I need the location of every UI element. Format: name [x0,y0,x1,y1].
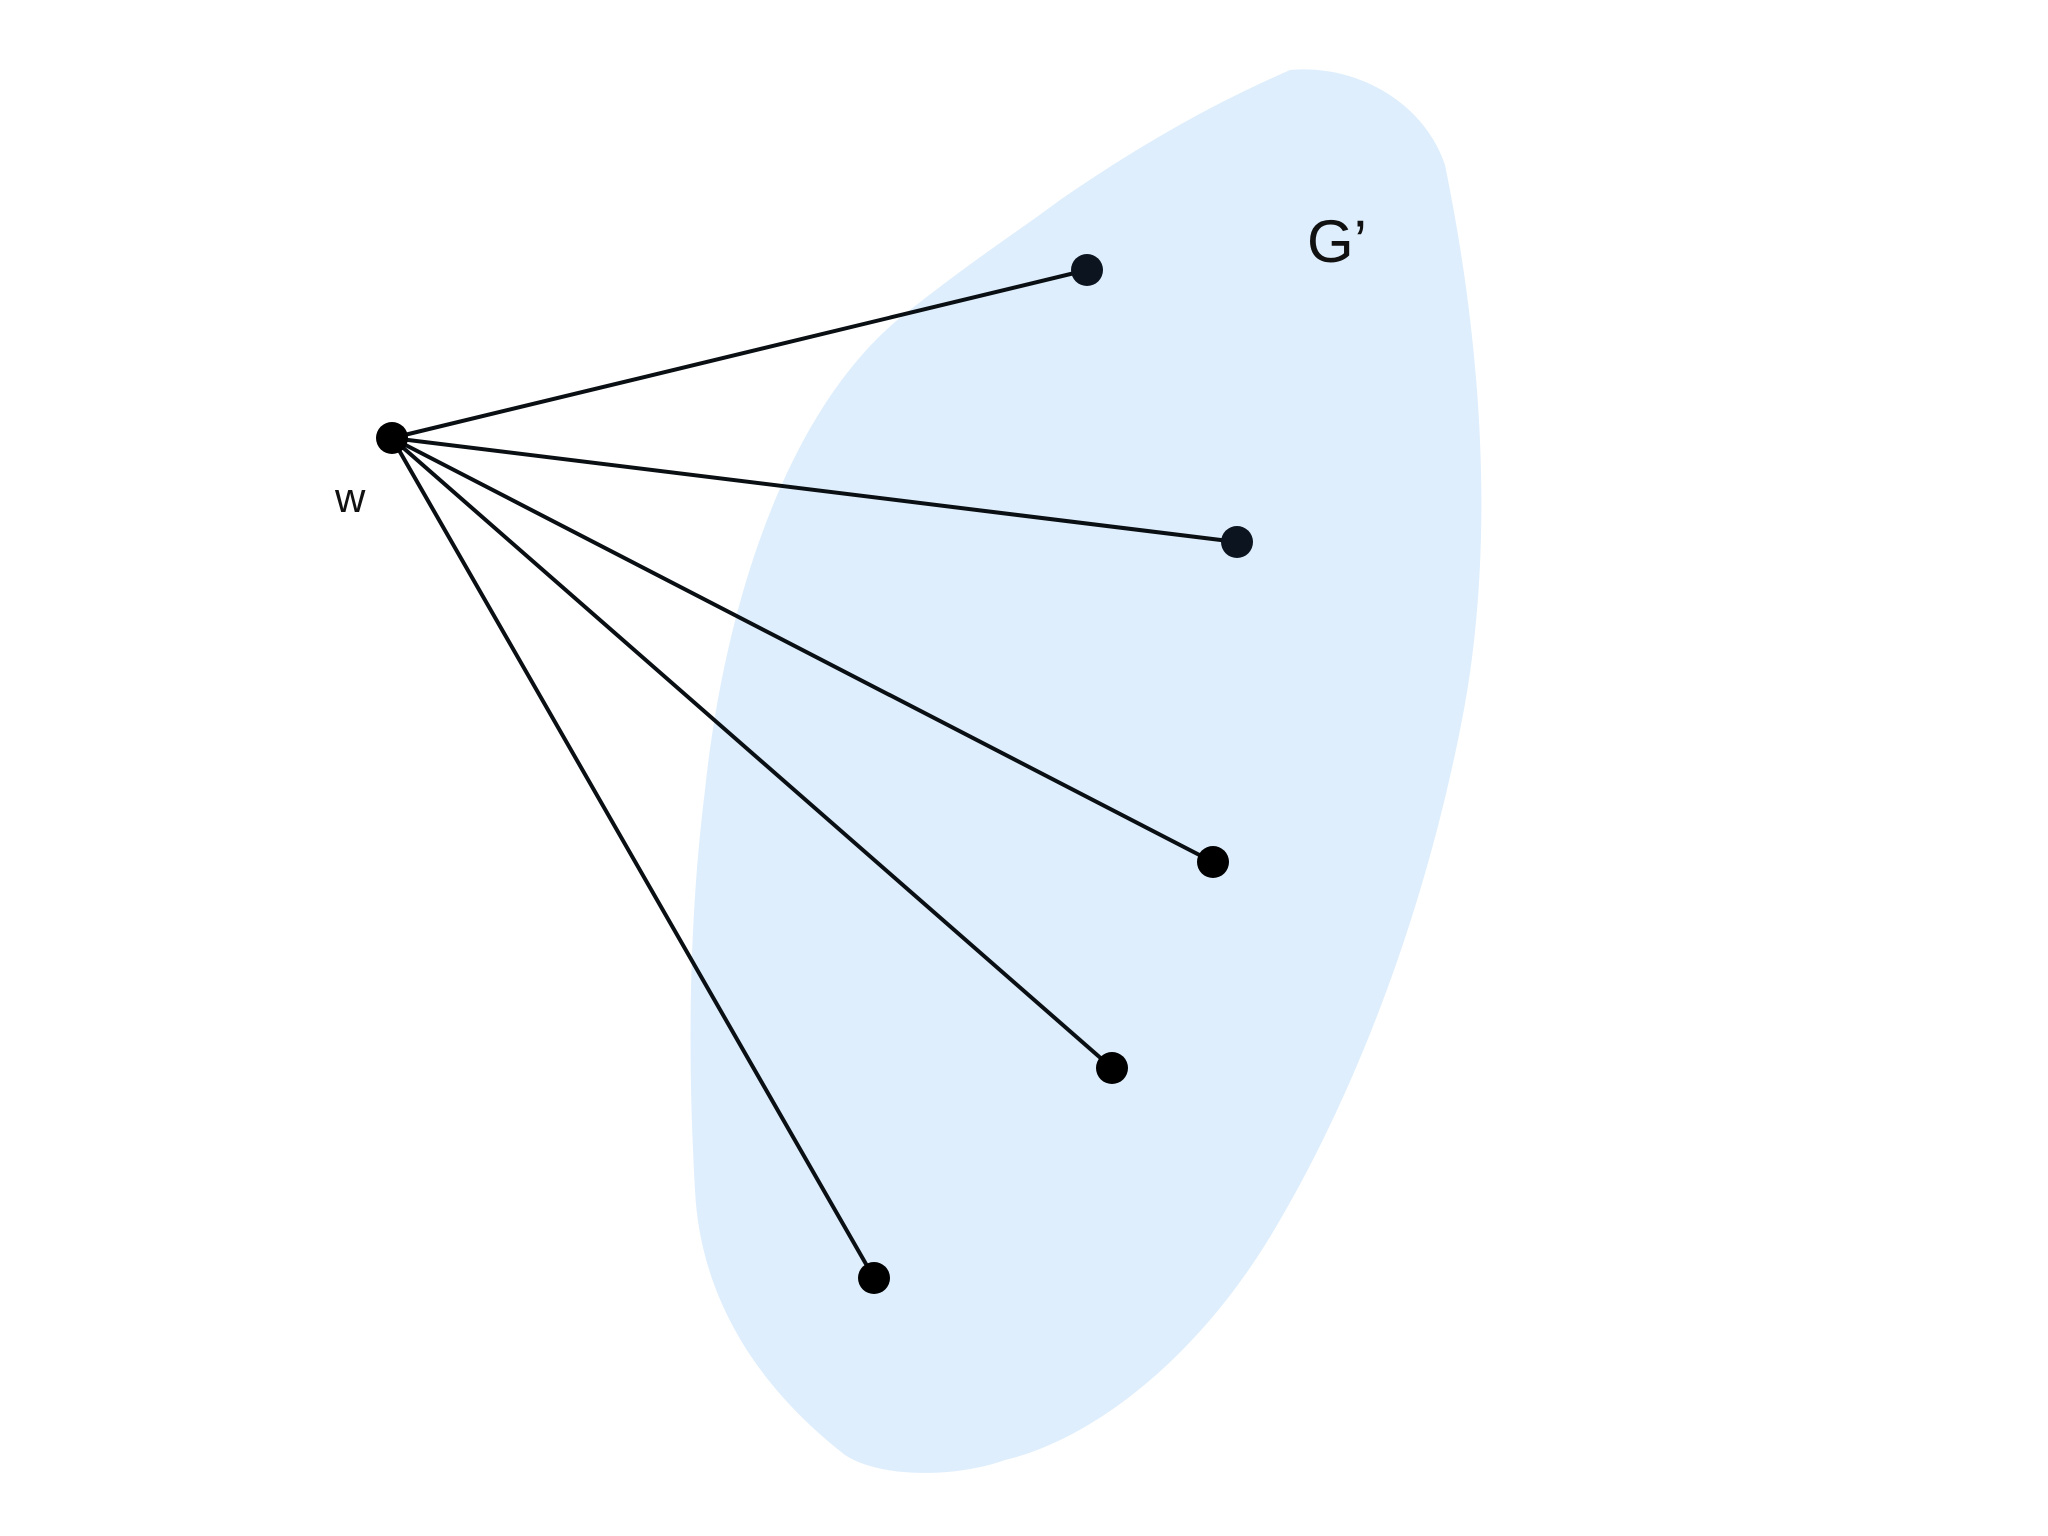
node-w-label: w [334,474,366,521]
nodes [376,254,1253,1294]
subgraph-region [690,69,1482,1473]
edges [390,268,1239,1280]
edge-w-n4 [390,436,1114,1070]
node-neighbor-2 [1221,526,1253,558]
node-w [376,422,408,454]
edge-w-n5 [390,436,876,1280]
edge-w-n3 [390,436,1215,864]
region-label: G’ [1307,208,1367,275]
node-neighbor-3 [1197,846,1229,878]
edge-w-n2 [390,436,1239,544]
node-neighbor-1 [1071,254,1103,286]
edge-w-n1 [390,268,1089,440]
node-neighbor-5 [858,1262,890,1294]
node-neighbor-4 [1096,1052,1128,1084]
